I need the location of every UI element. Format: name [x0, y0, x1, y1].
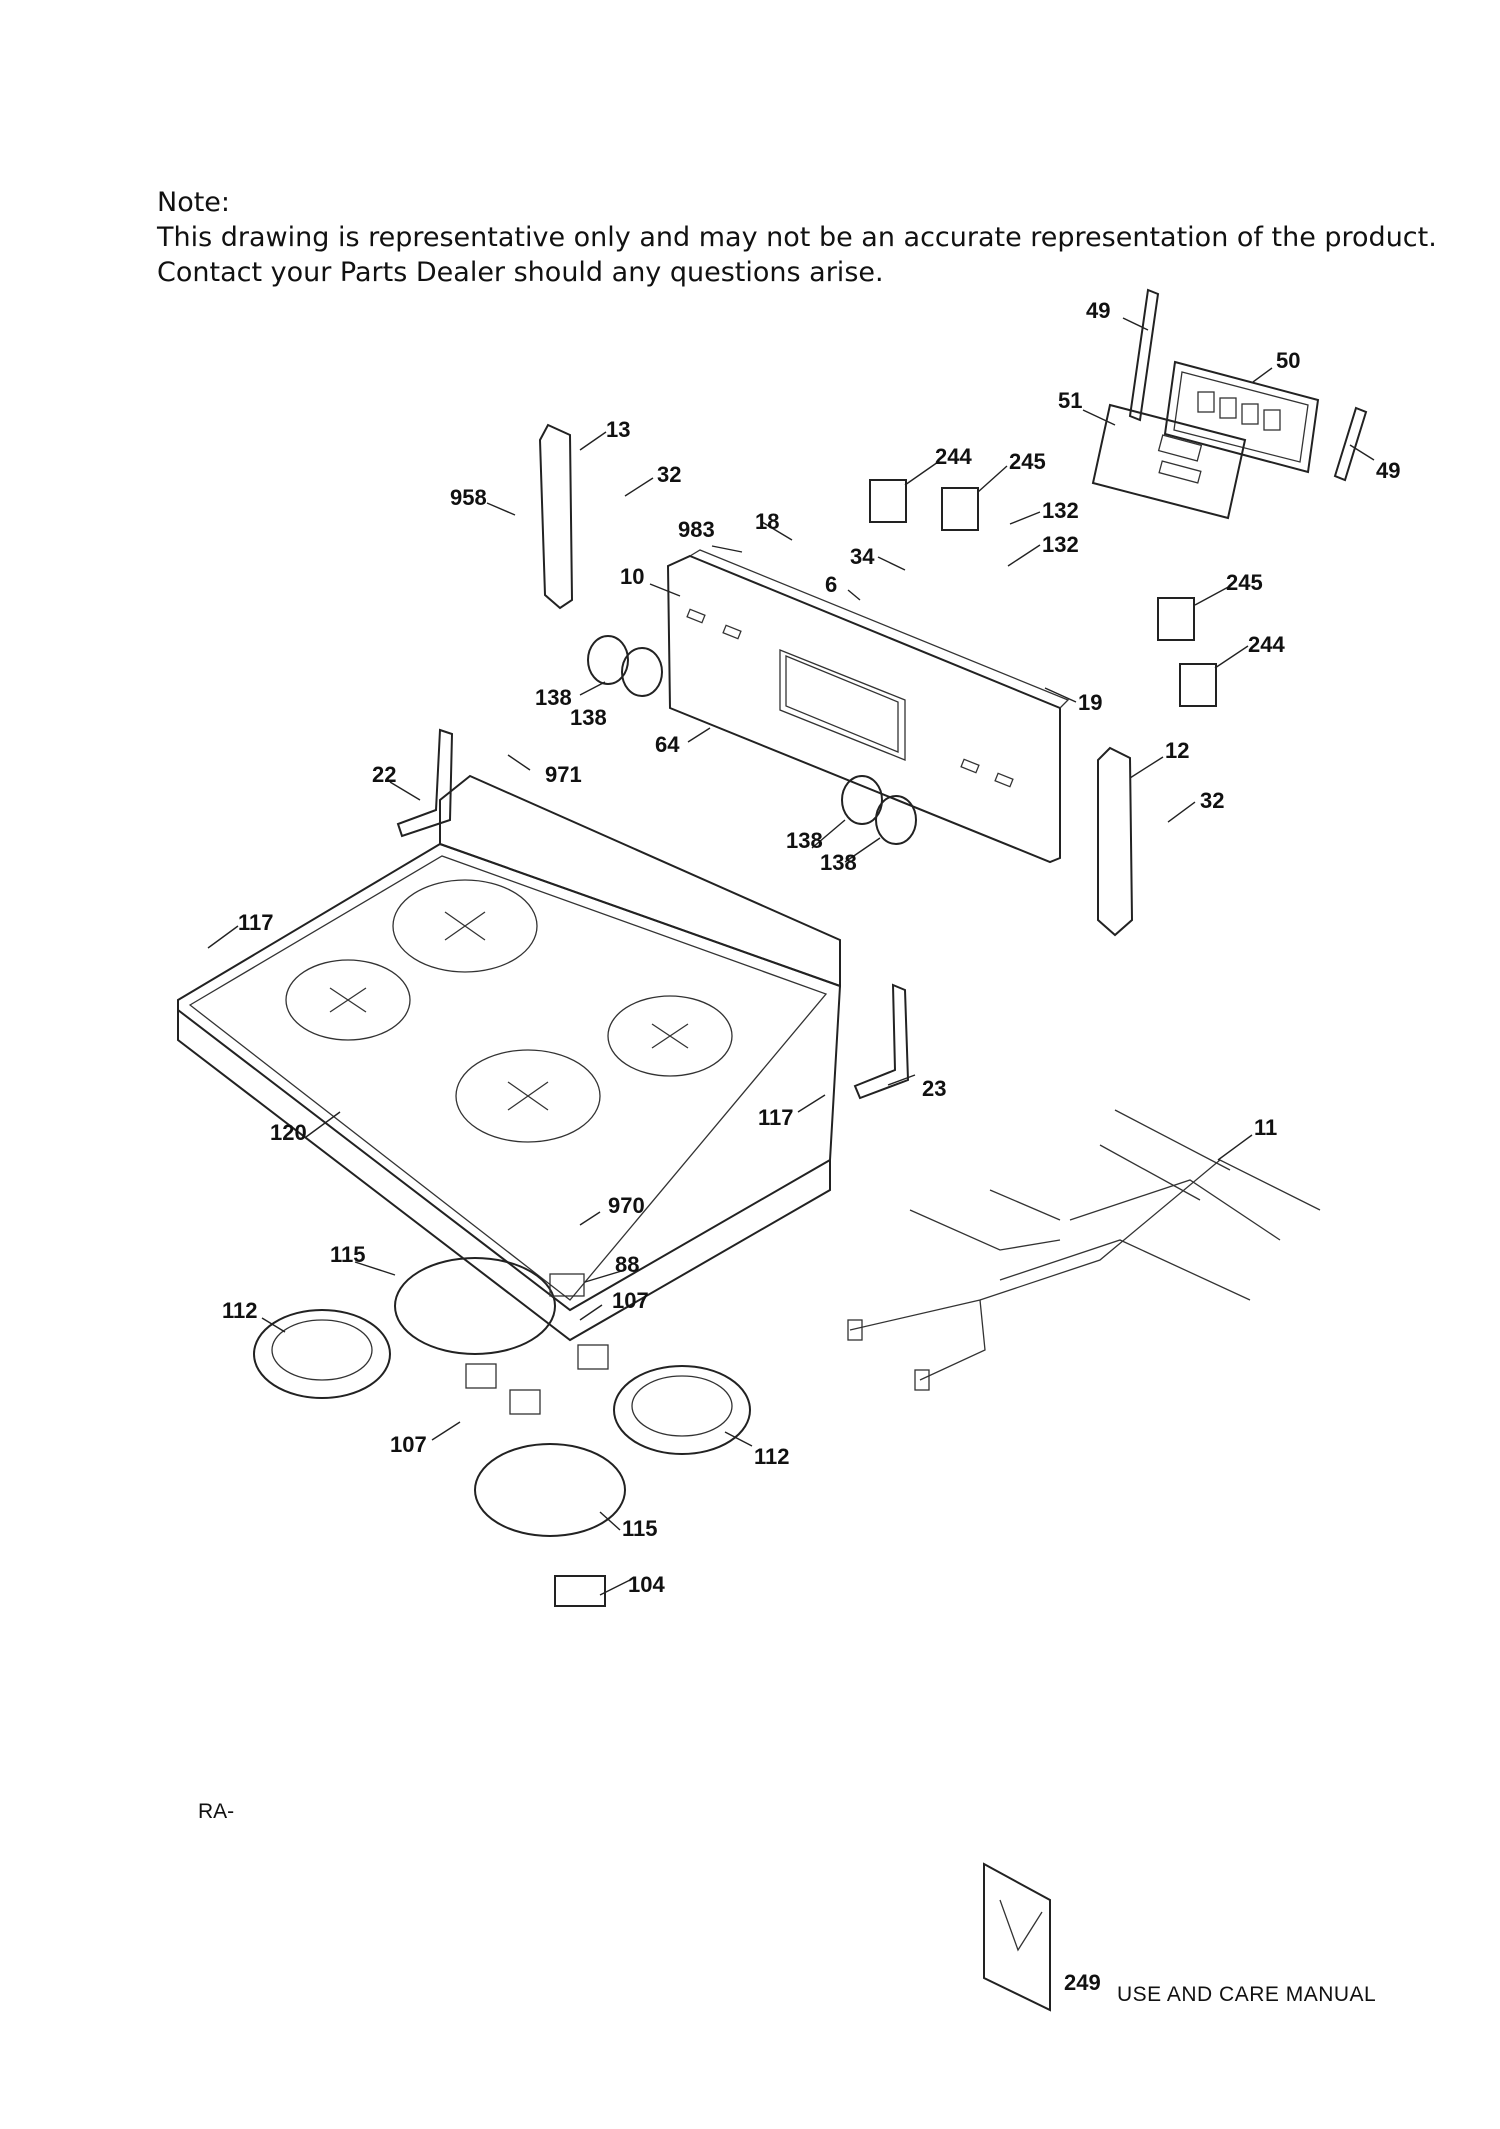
callout-112a: 112: [222, 1298, 258, 1323]
callout-117a: 117: [238, 910, 274, 935]
callout-23: 23: [922, 1076, 946, 1101]
callout-138a: 138: [535, 685, 572, 710]
callout-49a: 49: [1086, 298, 1110, 323]
callout-107b: 107: [390, 1432, 427, 1457]
callout-245a: 245: [1009, 449, 1046, 474]
callout-19: 19: [1078, 690, 1102, 715]
callout-138d: 138: [820, 850, 857, 875]
bracket-22: [396, 728, 454, 838]
callout-138b: 138: [570, 705, 607, 730]
callout-49b: 49: [1376, 458, 1400, 483]
callout-138c: 138: [786, 828, 823, 853]
footer-code: RA-: [198, 1800, 235, 1823]
side-trim-left: [538, 423, 574, 610]
control-panel: [666, 549, 1070, 864]
callout-6: 6: [825, 572, 837, 597]
callout-244b: 244: [1248, 632, 1285, 657]
callout-117b: 117: [758, 1105, 794, 1130]
page-corner-icon: [983, 1862, 1051, 2012]
cooktop: [177, 774, 842, 1342]
callout-970: 970: [608, 1193, 645, 1218]
bracket-23: [853, 983, 910, 1100]
callout-32b: 32: [1200, 788, 1224, 813]
switch-245-upper: [941, 487, 979, 531]
callout-107a: 107: [612, 1288, 649, 1313]
callout-115b: 115: [622, 1516, 658, 1541]
callout-18: 18: [755, 509, 779, 534]
note-heading: Note:: [157, 187, 231, 218]
callout-115a: 115: [330, 1242, 366, 1267]
callout-32a: 32: [657, 462, 681, 487]
side-trim-right: [1097, 746, 1134, 937]
knobs: [587, 635, 917, 845]
manual-title: USE AND CARE MANUAL: [1117, 1983, 1377, 2006]
callout-132b: 132: [1042, 532, 1079, 557]
callout-983: 983: [678, 517, 715, 542]
clock-display: [1163, 360, 1320, 474]
note-line-1: This drawing is representative only and …: [157, 222, 1437, 253]
page-number: 249: [1064, 1970, 1101, 1995]
callout-958: 958: [450, 485, 487, 510]
leader-lines: [207, 317, 1375, 1596]
wire-harness: [847, 1109, 1321, 1391]
callout-34: 34: [850, 544, 875, 569]
callout-112b: 112: [754, 1444, 790, 1469]
callout-120: 120: [270, 1120, 307, 1145]
bracket-right: [1333, 406, 1368, 482]
note-line-2: Contact your Parts Dealer should any que…: [157, 257, 884, 288]
callout-64: 64: [655, 732, 680, 757]
callout-132a: 132: [1042, 498, 1079, 523]
callout-labels: 49 50 51 49 13 958 32 244 245 132 132 98…: [222, 298, 1400, 1597]
callout-12: 12: [1165, 738, 1189, 763]
switch-245-lower: [1157, 597, 1195, 641]
switch-244-upper: [869, 479, 907, 523]
callout-22: 22: [372, 762, 396, 787]
callout-10: 10: [620, 564, 644, 589]
callout-13: 13: [606, 417, 630, 442]
callout-50: 50: [1276, 348, 1300, 373]
callout-244a: 244: [935, 444, 972, 469]
callout-11: 11: [1254, 1115, 1277, 1140]
callout-104: 104: [628, 1572, 665, 1597]
callout-51: 51: [1058, 388, 1082, 413]
faceplate: [1091, 403, 1247, 520]
callout-971: 971: [545, 762, 582, 787]
callout-88: 88: [615, 1252, 639, 1277]
bracket-left: [1128, 288, 1160, 422]
switch-244-lower: [1179, 663, 1217, 707]
burners: [253, 1257, 751, 1607]
callout-245b: 245: [1226, 570, 1263, 595]
